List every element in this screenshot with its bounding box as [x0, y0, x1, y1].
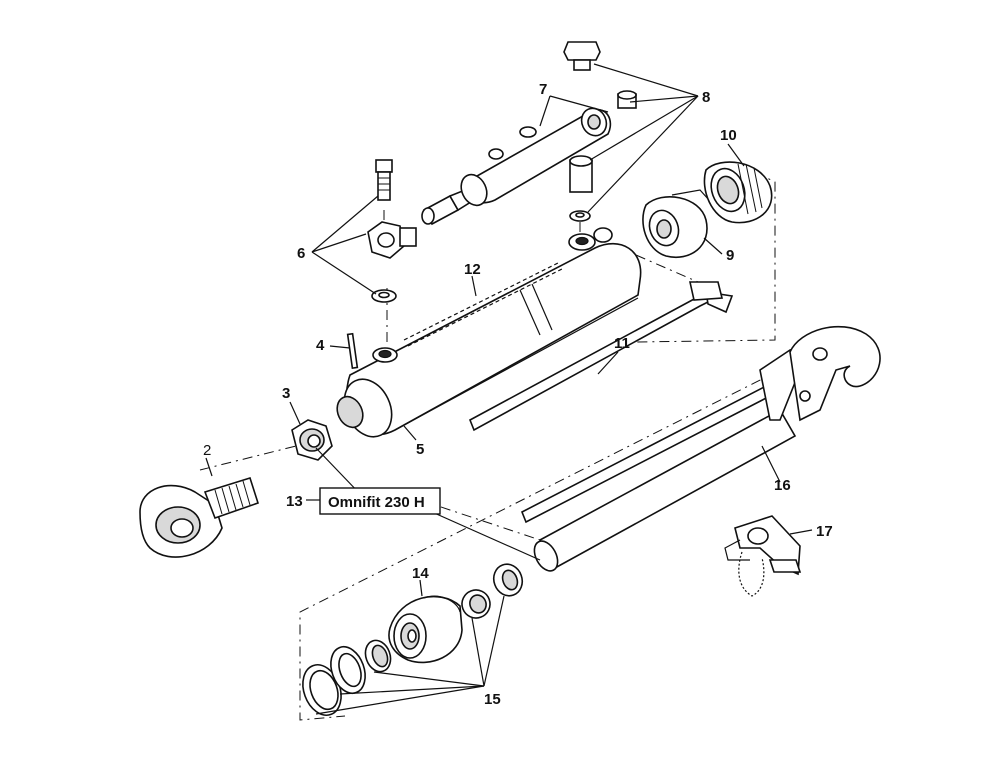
- part-pin: [346, 332, 359, 370]
- part-gland: [642, 189, 719, 259]
- callout-labels: 2 3 4 5 6 7 8 9 10 11 12 13 14 15 16 17: [203, 81, 833, 708]
- part-hex-nut: [291, 419, 333, 461]
- callout-9: 9: [726, 247, 734, 264]
- callout-12: 12: [464, 261, 481, 278]
- part-lock-pin: [724, 515, 802, 597]
- callout-13: 13: [286, 493, 303, 510]
- callout-5: 5: [416, 441, 424, 458]
- part-valve-block: [460, 107, 612, 207]
- part-rod-end-eye: [139, 477, 259, 558]
- callout-15: 15: [484, 691, 501, 708]
- part-top-link-rod: [520, 325, 881, 572]
- callout-7: 7: [539, 81, 547, 98]
- callout-4: 4: [316, 337, 325, 354]
- callout-11: 11: [614, 335, 630, 352]
- callout-10: 10: [720, 127, 737, 144]
- callout-6: 6: [297, 245, 305, 262]
- part-hydraulic-pipe: [468, 281, 734, 432]
- part-banjo-fitting: [367, 159, 417, 303]
- callout-3: 3: [282, 385, 290, 402]
- part-threaded-sleeve: [703, 161, 773, 224]
- callout-2: 2: [203, 442, 211, 459]
- leader-lines: [205, 63, 813, 715]
- model-label: Omnifit 230 H: [328, 494, 425, 511]
- model-label-box: Omnifit 230 H: [319, 487, 441, 515]
- assembly-guide-lines: [199, 171, 781, 721]
- callout-8: 8: [702, 89, 710, 106]
- callout-16: 16: [774, 477, 791, 494]
- part-piston: [388, 595, 463, 664]
- part-seal-rings: [302, 563, 524, 716]
- part-cylinder-body: [336, 227, 642, 438]
- callout-17: 17: [816, 523, 833, 540]
- callout-14: 14: [412, 565, 429, 582]
- part-top-bolt: [563, 41, 637, 222]
